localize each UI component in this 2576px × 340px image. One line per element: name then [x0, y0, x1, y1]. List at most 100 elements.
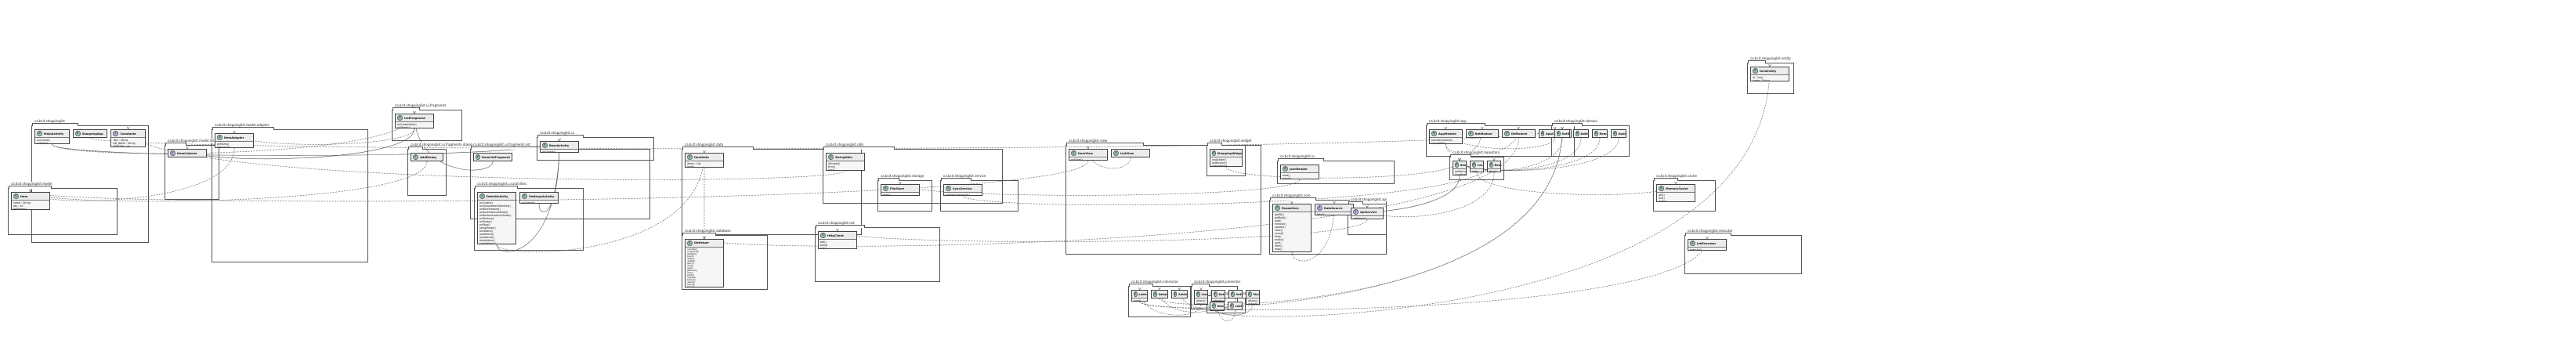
- class-box-c27[interactable]: CNetModuleprovideClient(): [1465, 129, 1499, 138]
- class-box-c39[interactable]: CSettingsInteractorsave(): [1170, 290, 1188, 298]
- class-icon: C: [1613, 131, 1617, 136]
- class-box-c6[interactable]: IItemListeneronItemClick(): [168, 149, 207, 157]
- class-member: detach(): [1248, 302, 1259, 305]
- class-box-c40[interactable]: CListPresenterattach()detach()onItemClic…: [1194, 290, 1208, 305]
- class-member: exists(): [1275, 238, 1284, 241]
- class-box-c8[interactable]: CAddDialogonCreateDialog(): [411, 153, 443, 161]
- class-member: fetch(): [1317, 213, 1326, 215]
- class-box-c38[interactable]: CDetailInteractorload(): [1151, 290, 1168, 298]
- class-box-c43[interactable]: CMainPresenterattach()detach()start(): [1246, 290, 1260, 305]
- class-box-c45[interactable]: CListMappermap(): [1228, 302, 1243, 310]
- class-member: getItems(): [1353, 217, 1366, 219]
- class-box-c28[interactable]: CDbModuleprovideHelper(): [1502, 129, 1536, 138]
- class-box-c20[interactable]: CListViewonDraw(): [1111, 149, 1150, 157]
- class-name: ItemAdapter: [224, 136, 244, 139]
- class-box-c9[interactable]: CItemListFragmentonCreateView(): [473, 153, 512, 161]
- class-name: ListPresenter: [1201, 292, 1208, 296]
- class-name: Item: [20, 194, 28, 198]
- class-box-c44[interactable]: CItemMappertoEntity()toModel(): [1210, 302, 1225, 311]
- class-member: parse(): [1283, 177, 1292, 179]
- class-header: CRemoveItem: [1593, 130, 1607, 137]
- class-box-c2[interactable]: CShoppingApponCreate(): [72, 129, 108, 138]
- class-name: CacheRepository: [1477, 163, 1484, 167]
- class-member: onEnabled(): [1212, 165, 1228, 167]
- class-box-c42[interactable]: CSettingsPresenterattach(): [1228, 290, 1243, 298]
- class-members: read()parse()close(): [1281, 173, 1319, 179]
- class-member: onUpgrade(): [687, 251, 700, 253]
- class-member: onCreate(): [542, 150, 556, 153]
- class-header: CDetailPresenter: [1212, 291, 1225, 298]
- class-member: remove(): [1275, 222, 1286, 226]
- package-tab: [537, 135, 584, 138]
- class-member: attach(): [1196, 299, 1207, 302]
- class-box-c31[interactable]: CCacheRepositoryget()put(): [1470, 161, 1484, 172]
- package-title: ca.bcit.shoppinglist.ui.activities: [476, 182, 528, 186]
- class-icon: C: [542, 143, 548, 148]
- class-box-c35[interactable]: CRemoveItemexecute(): [1592, 129, 1608, 138]
- class-member: import(): [687, 286, 695, 288]
- class-box-c26[interactable]: CAppModuleprovideContext()provideDb()pro…: [1429, 129, 1463, 144]
- class-box-c32[interactable]: CRemoteRepositoryfetch()sync(): [1487, 161, 1501, 172]
- edge-c31-c46: [1476, 172, 1677, 195]
- package-title: ca.bcit.shoppinglist.entity: [1749, 56, 1792, 60]
- interface-icon: I: [1353, 209, 1359, 215]
- class-box-c30[interactable]: CItemRepositorygetItems()saveItem()delet…: [1453, 161, 1467, 175]
- package-tab: [1207, 143, 1223, 146]
- interface-icon: I: [113, 131, 119, 136]
- package-tab: [1192, 284, 1210, 287]
- package-p16: ca.bcit.shoppinglist.view: [1065, 139, 1261, 255]
- package-p6: ca.bcit.shoppinglist.ui.fragments.dialog: [407, 143, 474, 196]
- interface-icon: I: [1317, 205, 1322, 211]
- class-member: onBackPressed(): [479, 208, 501, 211]
- class-icon: C: [1071, 150, 1076, 156]
- class-member: load(): [687, 165, 695, 168]
- class-name: DataSource: [1324, 206, 1343, 210]
- class-box-c37[interactable]: CListInteractorload()refresh(): [1131, 290, 1149, 302]
- class-name: FileStore: [890, 186, 905, 190]
- class-member: qty : int: [13, 204, 24, 208]
- package-title: ca.bcit.shoppinglist.view: [1068, 139, 1109, 143]
- package-p23: ca.bcit.shoppinglist.domain: [1551, 119, 1630, 157]
- class-box-c41[interactable]: CDetailPresenterattach()detach(): [1211, 290, 1225, 302]
- class-members: attach()detach(): [1212, 298, 1225, 301]
- class-box-c34[interactable]: CAddItemexecute(): [1573, 129, 1589, 138]
- class-member: filter(): [1275, 244, 1283, 248]
- class-member: read(): [883, 194, 891, 196]
- class-box-c7[interactable]: CListFragmentonCreateView()onAttach()onD…: [395, 114, 434, 128]
- class-box-c11[interactable]: CSettingsActivityonCreate()onPreferenceC…: [519, 192, 559, 204]
- class-name: ItemListFragment: [481, 155, 510, 159]
- class-box-c1[interactable]: CMainActivityonCreate()onStart()onResume…: [34, 129, 70, 144]
- class-name: ListMapper: [1235, 304, 1243, 308]
- class-box-c36[interactable]: CUpdateItemexecute(): [1611, 129, 1626, 138]
- class-icon: C: [828, 154, 834, 160]
- class-name: RemoteRepository: [1494, 163, 1501, 167]
- class-box-c33[interactable]: CGetItemsexecute(): [1554, 129, 1570, 138]
- package-title: ca.bcit.shoppinglist.repository: [1452, 150, 1501, 154]
